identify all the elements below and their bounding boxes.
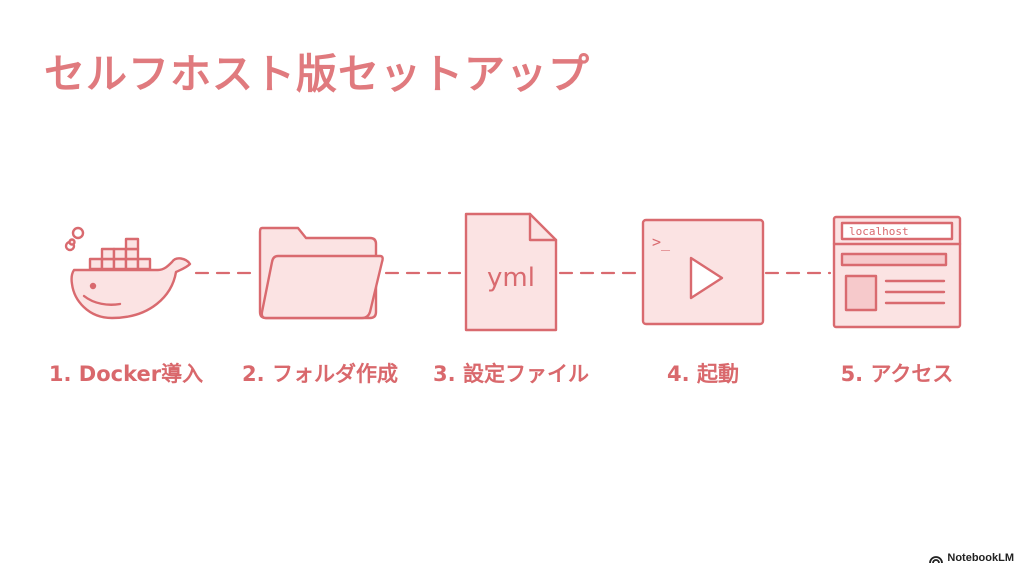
folder-icon [258, 226, 384, 320]
step-label-config: 3. 設定ファイル [433, 362, 589, 386]
step-label-start: 4. 起動 [667, 362, 739, 386]
docker-whale-icon [64, 226, 192, 320]
yml-text: yml [487, 263, 535, 293]
brand-text: NotebookLM [947, 552, 1014, 564]
step-label-folder: 2. フォルダ作成 [242, 362, 398, 386]
yml-file-icon: yml [464, 212, 558, 332]
notebooklm-watermark: NotebookLM [929, 552, 1014, 564]
step-label-access: 5. アクセス [840, 362, 954, 386]
terminal-prompt-text: >_ [652, 233, 671, 251]
browser-window-icon: localhost [832, 215, 962, 329]
notebooklm-logo-icon [929, 556, 944, 564]
step-label-docker: 1. Docker導入 [48, 362, 204, 386]
address-bar-text: localhost [849, 225, 909, 238]
terminal-play-icon: >_ [641, 218, 765, 326]
page-title: セルフホスト版セットアップ [44, 50, 590, 98]
